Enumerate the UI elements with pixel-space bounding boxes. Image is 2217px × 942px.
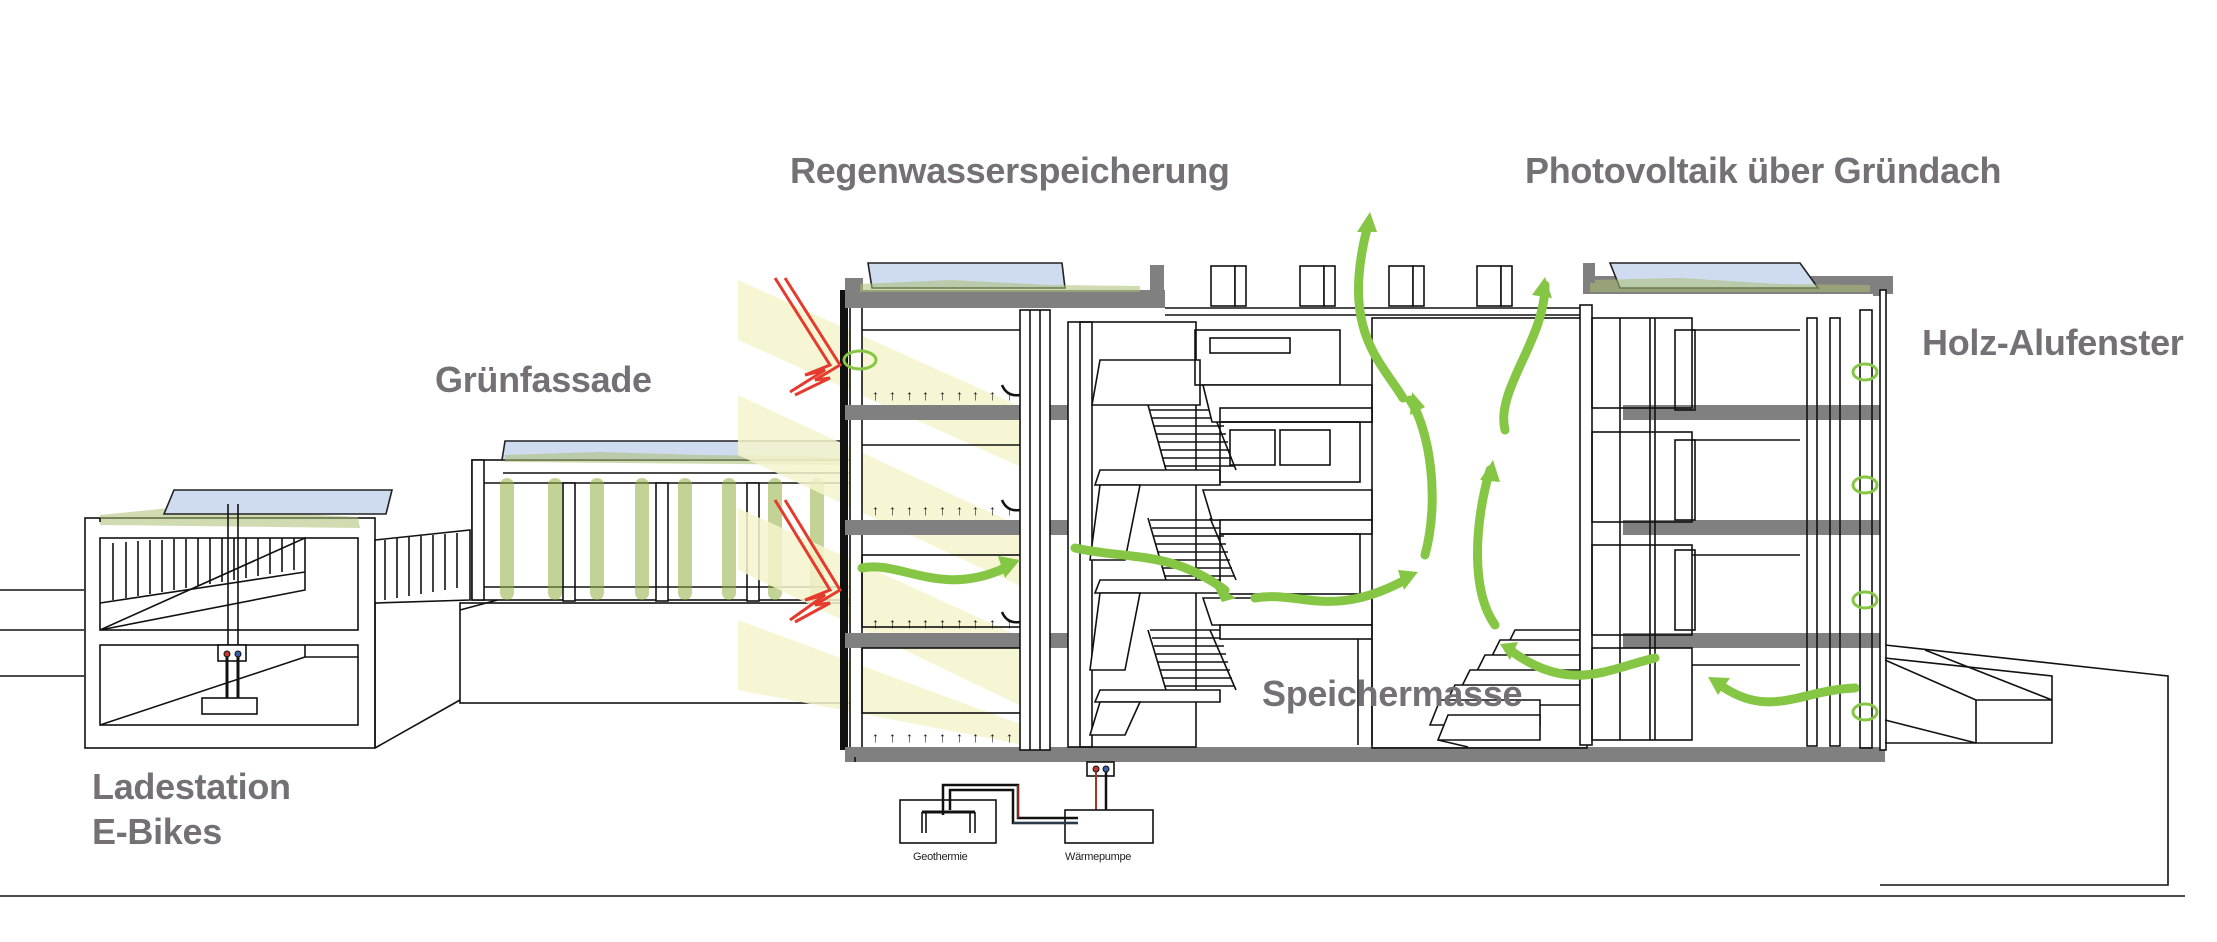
floor-slab <box>1623 520 1885 535</box>
curl-arrow-icon <box>1000 499 1021 512</box>
sunlight-bands <box>738 280 1050 750</box>
heat-connection-box <box>1086 761 1115 777</box>
svg-text:↑: ↑ <box>889 502 896 518</box>
svg-text:↑: ↑ <box>906 615 913 631</box>
svg-text:↑: ↑ <box>989 502 996 518</box>
svg-text:↑: ↑ <box>939 502 946 518</box>
label-photovoltaic-green-roof: Photovoltaik über Gründach <box>1525 150 2002 191</box>
curl-arrow-icon <box>1000 384 1021 397</box>
airflow-arrow <box>1353 220 1408 403</box>
rotation-icon <box>842 349 878 371</box>
svg-text:↑: ↑ <box>872 615 879 631</box>
svg-text:↑: ↑ <box>956 729 963 745</box>
svg-text:↑: ↑ <box>906 387 913 403</box>
svg-text:↑: ↑ <box>956 502 963 518</box>
airflow-arrow <box>1070 543 1230 595</box>
label-rainwater-storage: Regenwasserspeicherung <box>790 150 1230 191</box>
svg-text:↑: ↑ <box>989 615 996 631</box>
airflow-arrow <box>1473 465 1500 630</box>
heat-row-ground: ↑ ↑ ↑ ↑ ↑ ↑ ↑ ↑ ↑ <box>872 729 1013 745</box>
svg-text:↑: ↑ <box>956 387 963 403</box>
svg-text:↑: ↑ <box>989 729 996 745</box>
rising-heat-arrows: ↑ ↑ ↑ ↑ ↑ ↑ ↑ ↑ ↑ ↑ ↑ ↑ ↑ ↑ ↑ ↑ ↑ ↑ ↑ ↑ ↑ ↑ ↑ ↑ ↑ ↑ ↑ ↑ ↑ ↑ … <box>872 384 1021 745</box>
label-charging-station: Ladestation <box>92 766 291 807</box>
svg-text:↑: ↑ <box>906 729 913 745</box>
airflow-arrow <box>857 562 1010 585</box>
svg-text:↑: ↑ <box>889 387 896 403</box>
heat-row-floor-2: ↑↑↑ ↑↑↑ ↑↑↑ <box>872 502 1013 518</box>
svg-text:↑: ↑ <box>939 615 946 631</box>
heat-row-floor-1: ↑ ↑ ↑ ↑ ↑ ↑ ↑ ↑ ↑ <box>872 615 1013 631</box>
svg-text:↑: ↑ <box>939 387 946 403</box>
svg-text:↑: ↑ <box>922 502 929 518</box>
label-geothermal: Geothermie <box>913 851 968 863</box>
right-wing <box>1579 289 1887 751</box>
heat-pump-box <box>1064 809 1154 844</box>
airflow-arrows <box>857 212 1860 707</box>
staircase-left <box>1088 359 1237 736</box>
svg-text:↑: ↑ <box>989 387 996 403</box>
geothermal-system <box>899 761 1154 844</box>
roof-slab-left <box>845 290 1165 308</box>
svg-text:↑: ↑ <box>922 729 929 745</box>
airflow-arrow <box>1405 395 1437 560</box>
ground-slab <box>845 747 1885 762</box>
skylight-boxes <box>1165 265 1590 316</box>
svg-text:↑: ↑ <box>972 502 979 518</box>
svg-text:↑: ↑ <box>972 387 979 403</box>
rotation-icon <box>1851 702 1879 722</box>
label-green-facade: Grünfassade <box>435 359 652 400</box>
airflow-arrow <box>1250 575 1410 606</box>
svg-text:↑: ↑ <box>972 729 979 745</box>
window-rotation-icons <box>842 349 1879 722</box>
svg-text:↑: ↑ <box>872 387 879 403</box>
airflow-arrow <box>1499 280 1550 435</box>
label-heat-pump: Wärmepumpe <box>1065 851 1132 863</box>
svg-text:↑: ↑ <box>1006 729 1013 745</box>
svg-text:↑: ↑ <box>872 502 879 518</box>
ebike-pavilion <box>84 489 471 749</box>
svg-text:↑: ↑ <box>889 615 896 631</box>
svg-text:↑: ↑ <box>956 615 963 631</box>
heat-row-floor-3: ↑↑↑ ↑↑↑ ↑↑↑ <box>872 387 1013 403</box>
right-terrain <box>854 644 2169 886</box>
rotation-icon <box>1851 590 1879 610</box>
svg-text:↑: ↑ <box>939 729 946 745</box>
pv-panel-pavilion <box>162 489 394 515</box>
svg-text:↑: ↑ <box>872 729 879 745</box>
bike-rack-lines <box>99 538 306 604</box>
svg-text:↑: ↑ <box>906 502 913 518</box>
svg-text:↑: ↑ <box>889 729 896 745</box>
svg-text:↑: ↑ <box>1006 615 1013 631</box>
label-ebikes: E-Bikes <box>92 811 222 852</box>
central-galleries <box>1194 317 1588 749</box>
main-building <box>840 262 1893 762</box>
rotation-icon <box>1851 362 1879 382</box>
geothermal-box <box>899 799 997 844</box>
airflow-arrow <box>1505 645 1660 680</box>
solar-radiation-arrows <box>773 277 843 624</box>
street-edge <box>0 589 84 677</box>
airflow-arrow <box>1715 680 1860 707</box>
label-thermal-mass: Speichermasse <box>1262 673 1523 714</box>
charging-station <box>201 504 258 715</box>
label-wood-aluminum-windows: Holz-Alufenster <box>1922 322 2184 363</box>
floor-slab <box>1623 633 1885 648</box>
airflow-arrow-head <box>998 556 1020 578</box>
svg-text:↑: ↑ <box>972 615 979 631</box>
curl-arrow-icon <box>1000 611 1021 624</box>
svg-text:↑: ↑ <box>922 387 929 403</box>
rotation-icon <box>1851 475 1879 495</box>
svg-text:↑: ↑ <box>922 615 929 631</box>
